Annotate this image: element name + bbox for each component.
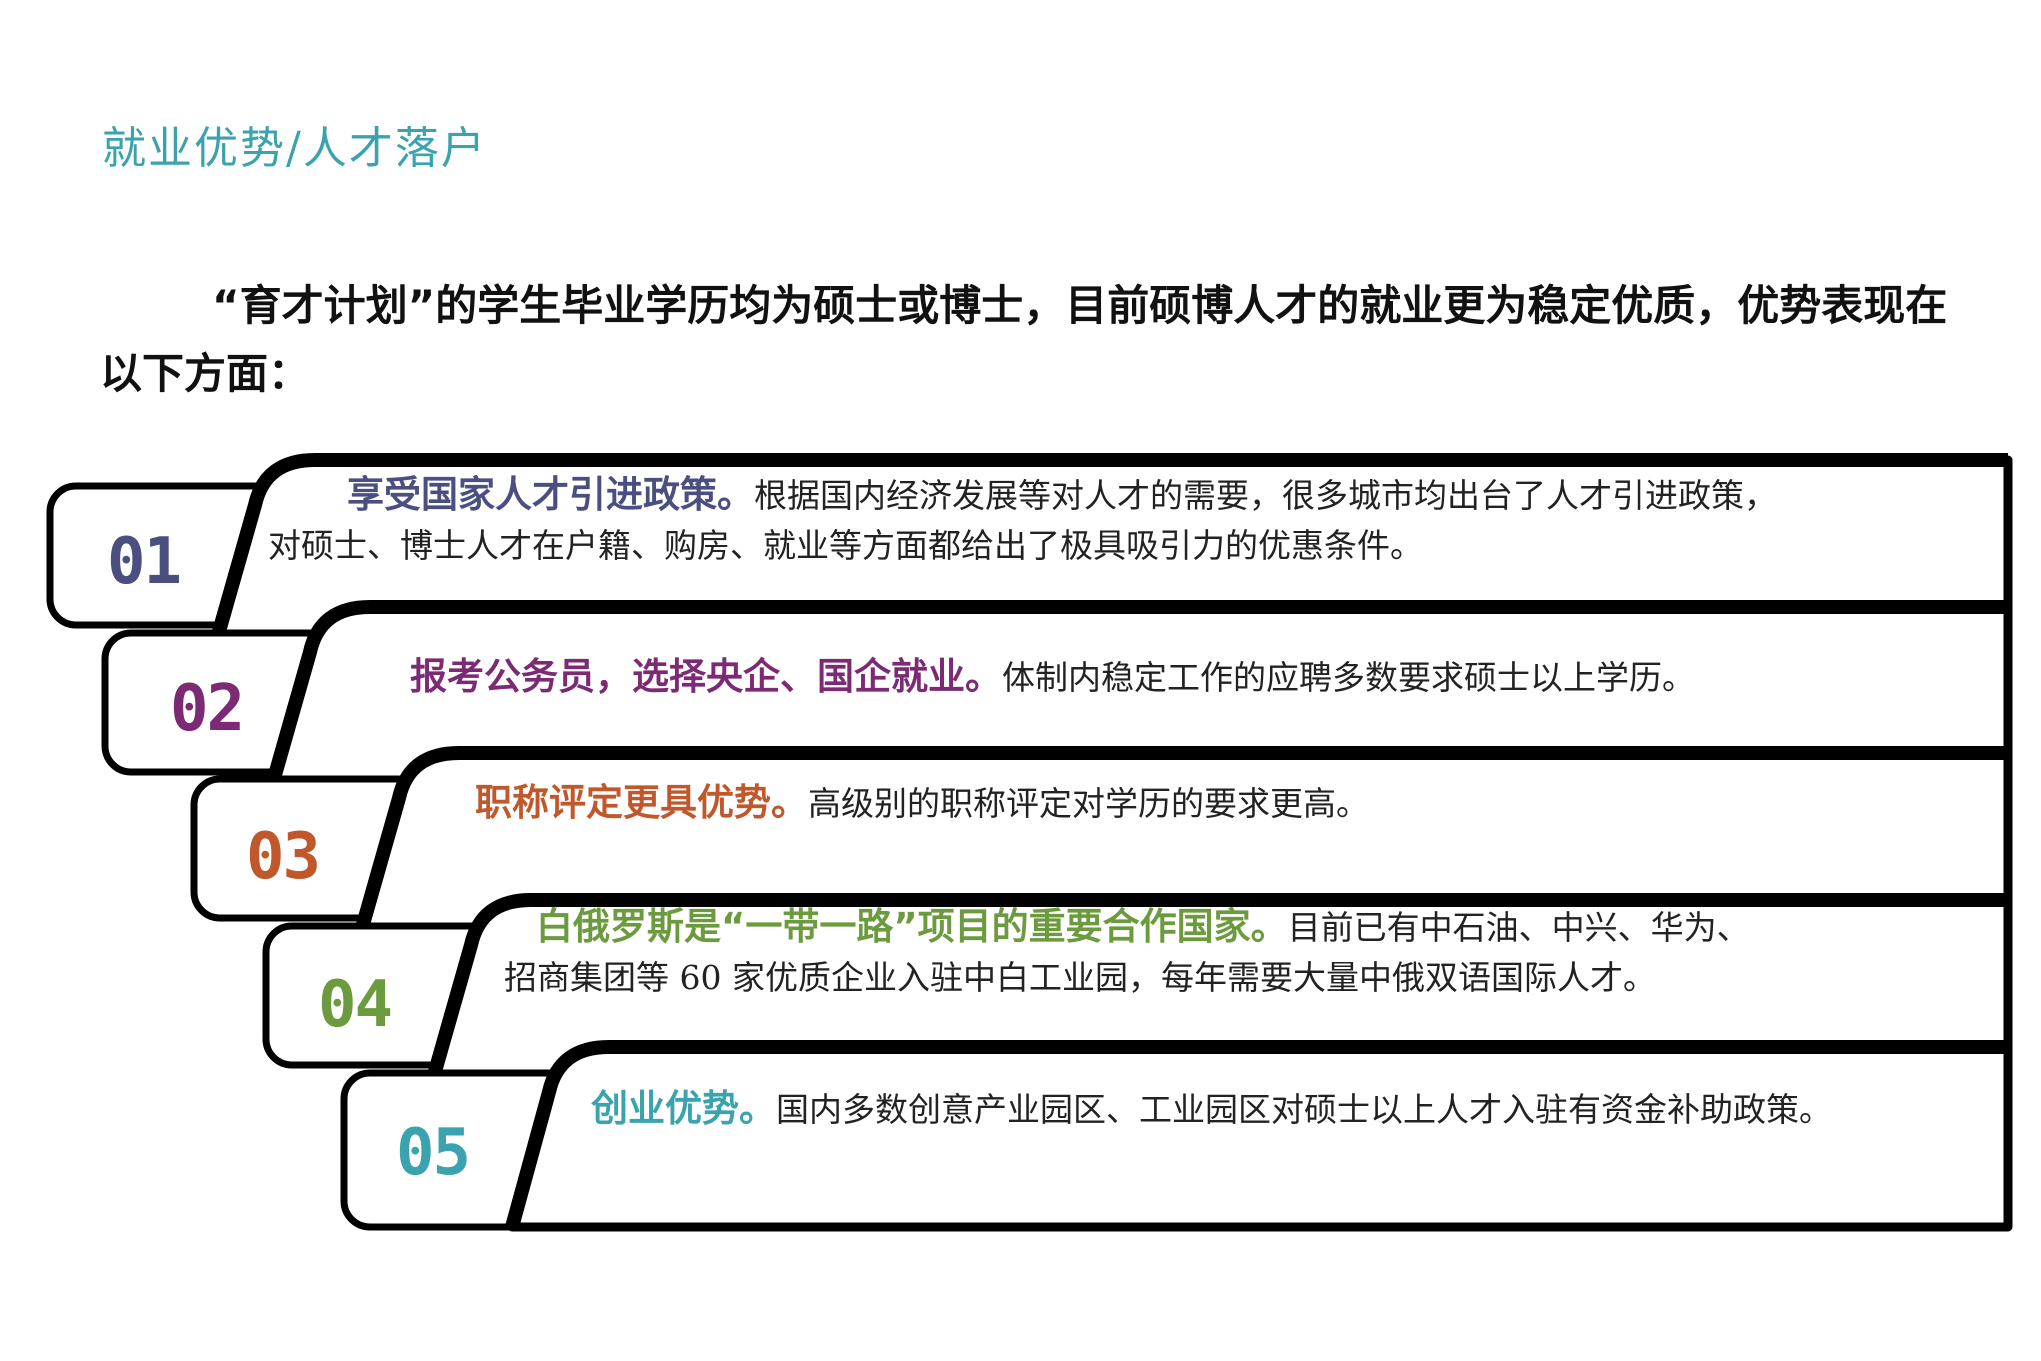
card-edge: [266, 600, 2008, 784]
item-text-5: 创业优势。国内多数创意产业园区、工业园区对硕士以上人才入驻有资金补助政策。: [591, 1084, 1832, 1135]
item-heading: 职称评定更具优势。: [475, 781, 808, 824]
item-number-2: 02: [170, 672, 245, 746]
card-edge: [427, 893, 2008, 1077]
item-body: 目前已有中石油、中兴、华为、: [1287, 908, 1750, 947]
item-text-4: 白俄罗斯是“一带一路”项目的重要合作国家。目前已有中石油、中兴、华为、 招商集团…: [504, 902, 1750, 1003]
card-edge: [355, 746, 2008, 930]
item-body: 招商集团等 60 家优质企业入驻中白工业园，每年需要大量中俄双语国际人才。: [504, 958, 1656, 997]
item-number-3: 03: [246, 820, 321, 894]
item-heading: 报考公务员，选择央企、国企就业。: [410, 655, 1002, 698]
item-number-5: 05: [396, 1116, 471, 1190]
intro-paragraph: “育才计划”的学生毕业学历均为硕士或博士，目前硕博人才的就业更为稳定优质，优势表…: [100, 281, 1948, 398]
item-text-3: 职称评定更具优势。高级别的职称评定对学历的要求更高。: [475, 778, 1369, 829]
page-title: 就业优势/人才落户: [102, 123, 487, 174]
item-number-1: 01: [107, 525, 182, 599]
item-heading: 享受国家人才引进政策。: [347, 473, 754, 516]
card-panel: [507, 1042, 2013, 1232]
item-text-2: 报考公务员，选择央企、国企就业。体制内稳定工作的应聘多数要求硕士以上学历。: [410, 652, 1695, 703]
card-edge: [211, 453, 2008, 637]
card-edge: [505, 1040, 2008, 1229]
item-text-1: 享受国家人才引进政策。根据国内经济发展等对人才的需要，很多城市均出台了人才引进政…: [268, 470, 1777, 571]
item-body: 国内多数创意产业园区、工业园区对硕士以上人才入驻有资金补助政策。: [776, 1090, 1832, 1129]
item-heading: 白俄罗斯是“一带一路”项目的重要合作国家。: [536, 905, 1288, 948]
item-body: 根据国内经济发展等对人才的需要，很多城市均出台了人才引进政策，: [754, 476, 1777, 515]
item-body: 对硕士、博士人才在户籍、购房、就业等方面都给出了极具吸引力的优惠条件。: [268, 526, 1423, 565]
item-body: 体制内稳定工作的应聘多数要求硕士以上学历。: [1002, 658, 1695, 697]
item-heading: 创业优势。: [591, 1087, 776, 1130]
item-number-4: 04: [318, 968, 393, 1042]
item-body: 高级别的职称评定对学历的要求更高。: [808, 784, 1369, 823]
